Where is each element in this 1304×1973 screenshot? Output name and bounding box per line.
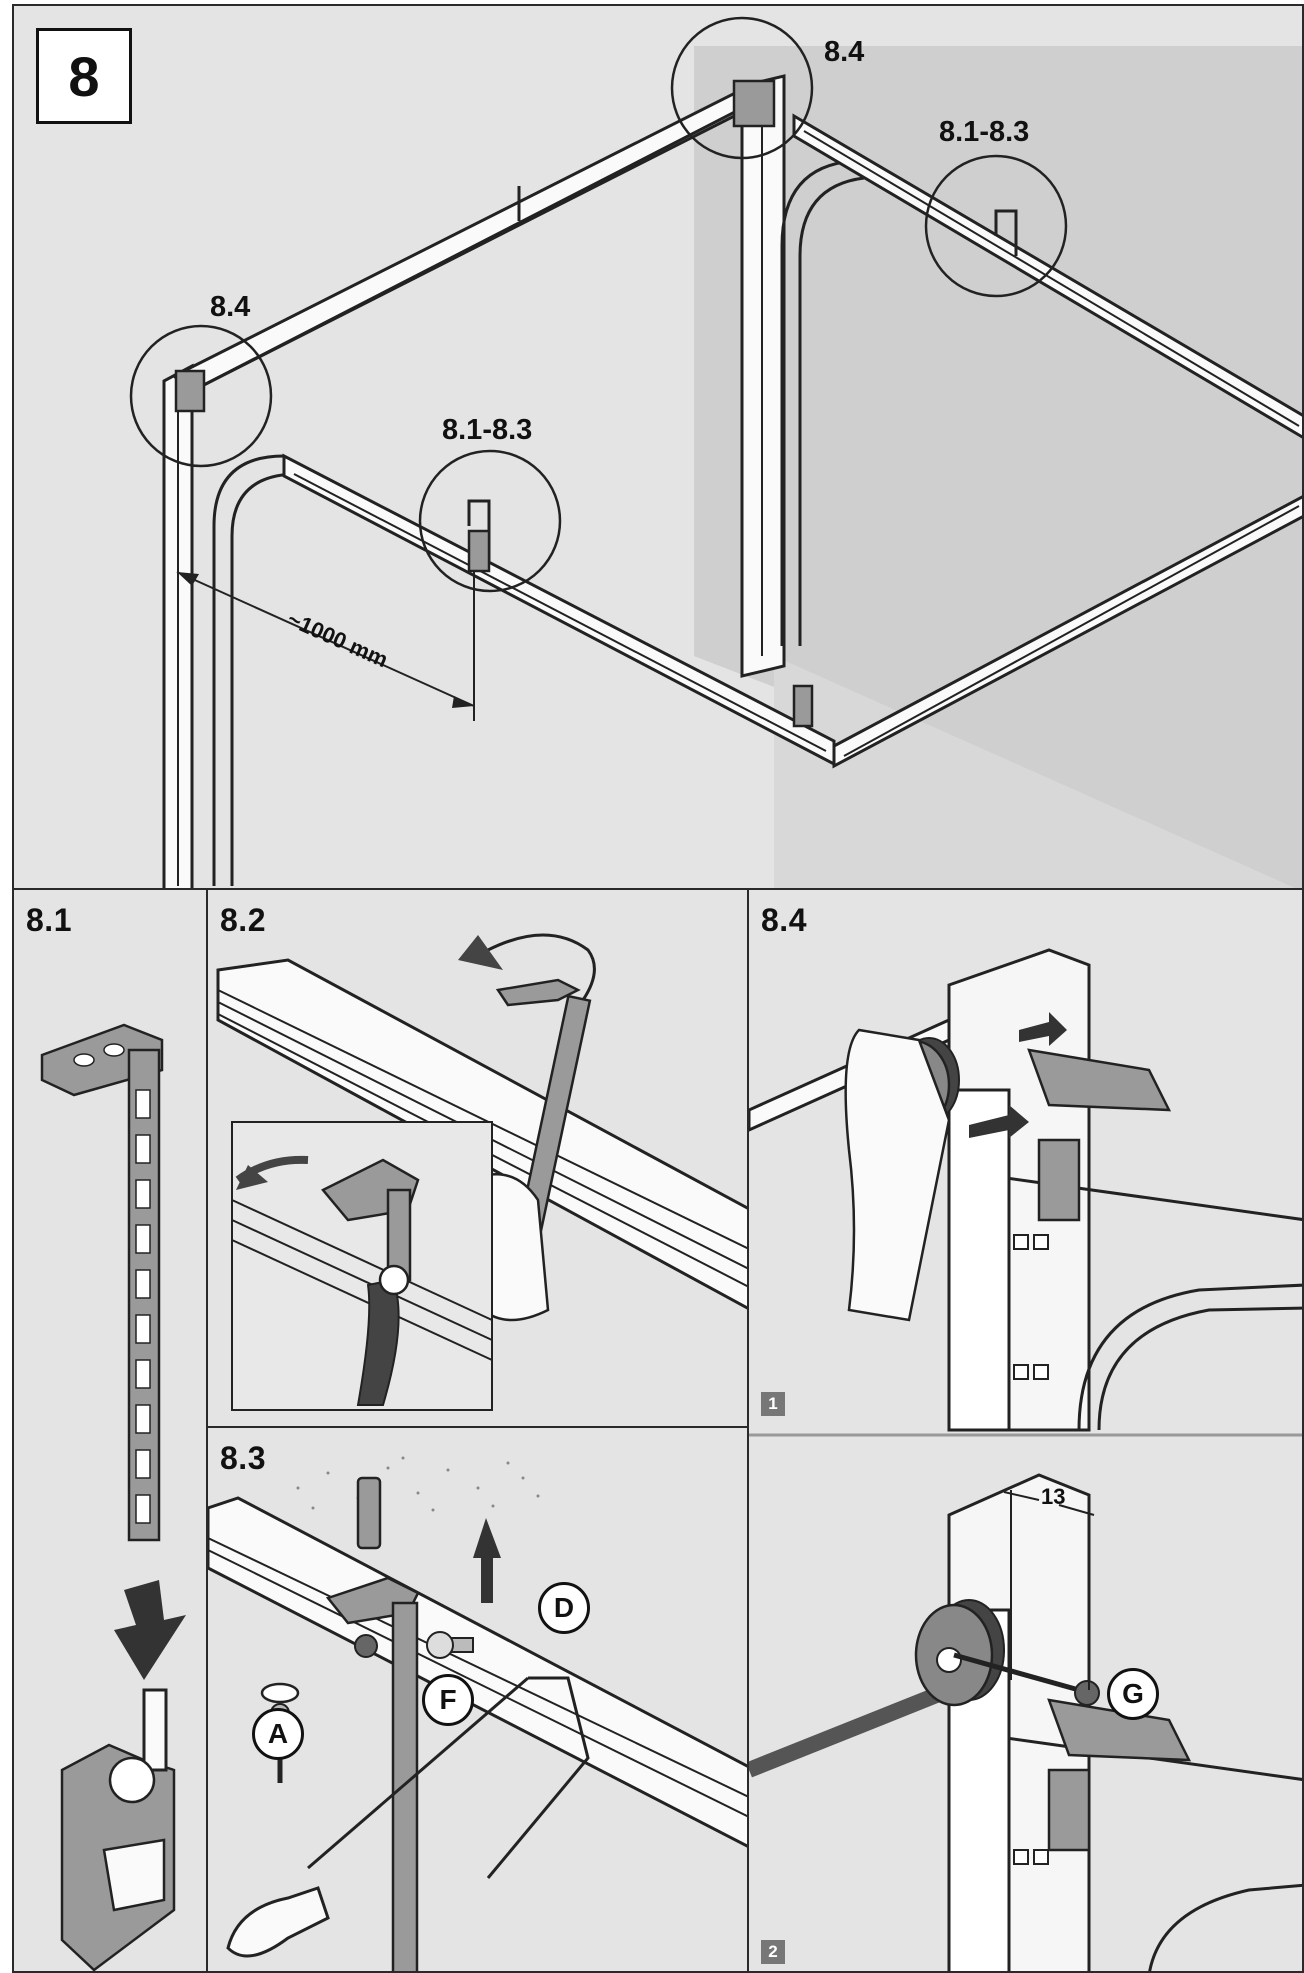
sub-step-1: 1 [761, 1392, 785, 1416]
overview-panel: 8 8.4 8.1-8.3 8.4 8.1-8.3 ~1000 mm [12, 4, 1304, 890]
panel-8-1: 8.1 [12, 888, 208, 1973]
step-number-box: 8 [36, 28, 132, 124]
panel-8-3: 8.3 D F A [206, 1426, 749, 1973]
overview-drawing [129, 16, 1302, 888]
part-label-f: F [422, 1674, 474, 1726]
detail-circle-8-4-right [670, 16, 814, 160]
panel-8-3-label: 8.3 [220, 1440, 266, 1476]
sub-step-2: 2 [761, 1940, 785, 1964]
panel-8-2-drawing [216, 933, 747, 1411]
part-label-g: G [1107, 1668, 1159, 1720]
callout-8-1-8-3-right: 8.1-8.3 [939, 116, 1030, 148]
panel-8-1-label: 8.1 [26, 902, 72, 938]
callout-8-4-top: 8.4 [824, 36, 865, 68]
panel-8-2: 8.2 [206, 888, 749, 1428]
panel-8-4-dimension: 13 [1041, 1484, 1066, 1509]
part-label-d: D [538, 1582, 590, 1634]
panel-8-4-label: 8.4 [761, 902, 807, 938]
callout-8-4-left: 8.4 [210, 291, 251, 323]
callout-8-1-8-3-left: 8.1-8.3 [442, 414, 533, 446]
panel-8-4: 8.4 1 2 13 G [747, 888, 1304, 1973]
panel-8-4-drawing [749, 948, 1302, 1971]
detail-circle-8-1-left [418, 449, 562, 593]
detail-circle-8-4-left [129, 324, 273, 468]
detail-circle-8-1-right [924, 154, 1068, 298]
panel-8-2-label: 8.2 [220, 902, 266, 938]
panel-8-1-drawing [40, 1023, 186, 1971]
part-label-a: A [252, 1708, 304, 1760]
panel-8-3-drawing [208, 1456, 747, 1971]
